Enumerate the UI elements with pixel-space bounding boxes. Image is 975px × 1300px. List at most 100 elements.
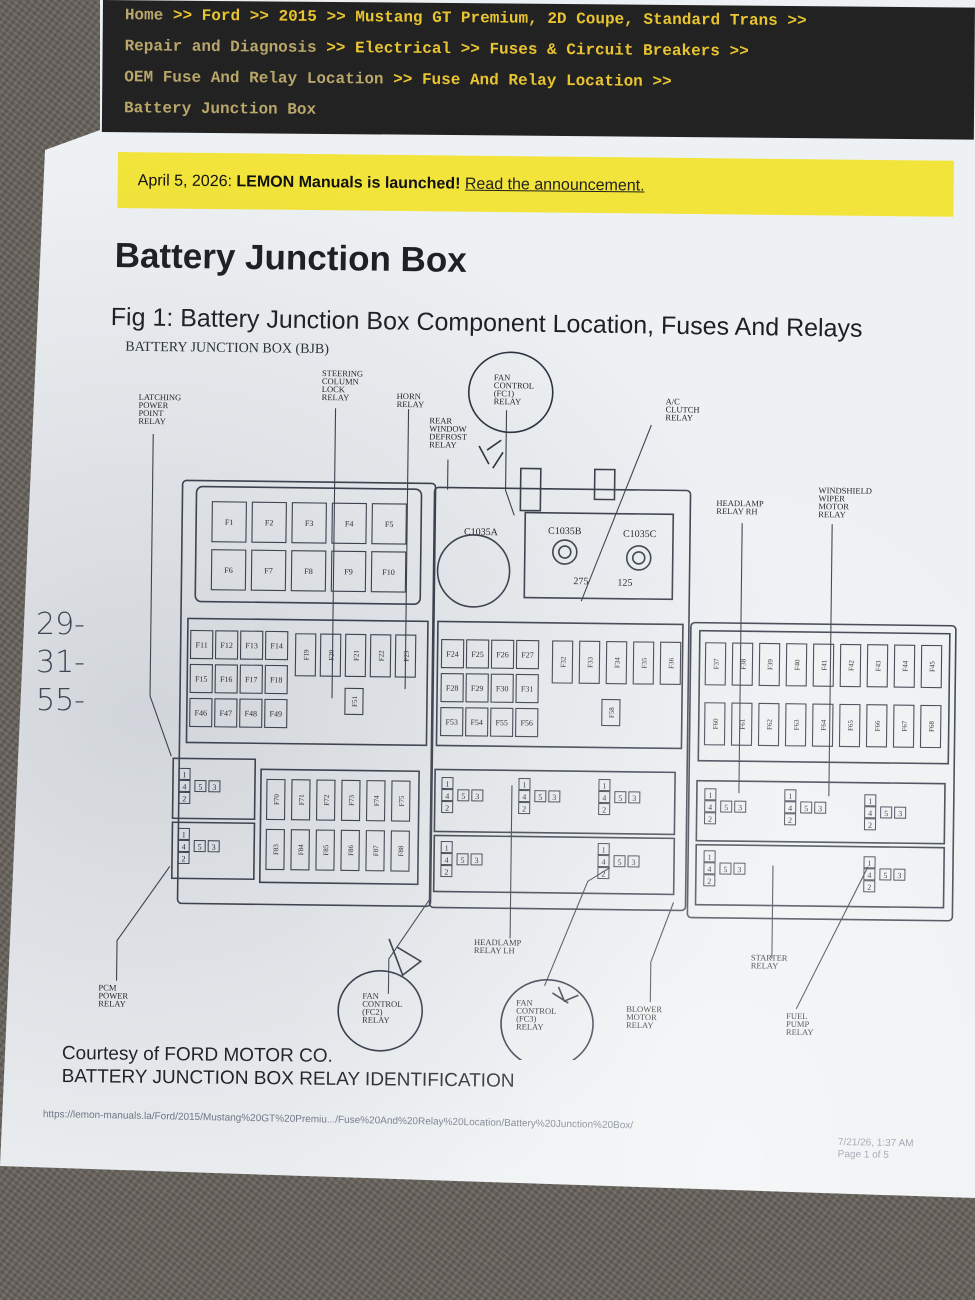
banner-announcement-link[interactable]: Read the announcement.	[464, 175, 645, 195]
fuse-f64: F64	[811, 703, 834, 747]
breadcrumb-repair-link[interactable]: Repair and Diagnosis	[124, 37, 317, 57]
svg-text:F38: F38	[739, 658, 747, 669]
fuse-f10: F10	[370, 551, 407, 593]
handwritten-marks	[337, 351, 594, 1060]
svg-text:F24: F24	[446, 650, 459, 659]
fuse-f71: F71	[290, 779, 311, 821]
svg-text:F10: F10	[382, 568, 395, 577]
fuse-f12: F12	[214, 630, 239, 660]
svg-text:F3: F3	[305, 519, 314, 528]
svg-text:F54: F54	[470, 718, 483, 727]
svg-text:F58: F58	[608, 707, 616, 718]
svg-text:F83: F83	[272, 844, 280, 855]
label-ac: A/CCLUTCHRELAY	[665, 396, 699, 422]
fuse-f40: F40	[785, 643, 808, 687]
svg-text:F84: F84	[297, 844, 305, 855]
svg-text:3: 3	[897, 871, 901, 880]
breadcrumb-separator: >>	[652, 72, 672, 91]
fuse-f55: F55	[490, 707, 514, 737]
diagram-heading: BATTERY JUNCTION BOX (BJB)	[125, 340, 329, 357]
svg-text:2: 2	[445, 804, 449, 813]
fuse-f38: F38	[731, 642, 754, 686]
svg-text:5: 5	[198, 843, 202, 852]
svg-text:5: 5	[883, 871, 887, 880]
svg-text:1: 1	[522, 781, 526, 790]
label-headlamp-lh: HEADLAMPRELAY LH	[474, 937, 522, 956]
fuse-f47: F47	[214, 698, 238, 728]
label-fan-left: FANCONTROL(FC2)RELAY	[362, 991, 403, 1025]
fuse-f73: F73	[340, 779, 361, 822]
svg-text:F18: F18	[270, 675, 283, 684]
fuse-f17: F17	[239, 664, 263, 694]
svg-text:4: 4	[788, 804, 792, 813]
fuse-f39: F39	[758, 642, 781, 687]
svg-text:5: 5	[724, 803, 728, 812]
banner-headline: LEMON Manuals is launched!	[236, 173, 461, 193]
breadcrumb-home-link[interactable]: Home	[124, 6, 164, 25]
fuse-f56: F56	[515, 707, 539, 738]
svg-text:5: 5	[723, 865, 727, 874]
fuse-f20: F20	[319, 633, 342, 677]
label-fan-top: FANCONTROL(FC1)RELAY	[494, 372, 535, 406]
fuse-f34: F34	[605, 640, 628, 685]
handwritten-notes: 29- 31- 55-	[36, 606, 85, 720]
svg-text:F37: F37	[712, 658, 720, 669]
fuse-f35: F35	[632, 641, 655, 685]
svg-text:F2: F2	[265, 518, 274, 527]
breadcrumb-line-4: Battery Junction Box	[124, 93, 974, 131]
fuse-f1: F1	[211, 501, 247, 543]
svg-text:2: 2	[181, 854, 185, 863]
svg-text:F44: F44	[901, 660, 909, 671]
label-horn: HORNRELAY	[397, 391, 425, 409]
svg-text:F32: F32	[559, 656, 567, 667]
breadcrumb-separator: >>	[393, 70, 413, 89]
fuse-f8: F8	[290, 550, 327, 592]
svg-text:F49: F49	[270, 709, 283, 718]
svg-text:1: 1	[708, 853, 712, 862]
right-housing	[686, 621, 957, 922]
svg-text:3: 3	[898, 809, 902, 818]
svg-text:F45: F45	[928, 661, 936, 672]
svg-text:F62: F62	[766, 719, 774, 730]
svg-text:F47: F47	[220, 709, 233, 718]
fuse-f42: F42	[839, 643, 862, 688]
breadcrumb-separator: >>	[460, 40, 480, 59]
svg-text:3: 3	[475, 792, 479, 801]
svg-text:F22: F22	[377, 650, 385, 661]
breadcrumb-oem-link[interactable]: OEM Fuse And Relay Location	[124, 68, 384, 89]
svg-text:F35: F35	[640, 657, 648, 668]
breadcrumb-make-link[interactable]: Ford	[201, 6, 241, 26]
svg-text:F20: F20	[327, 649, 335, 660]
breadcrumb-location-link[interactable]: Fuse And Relay Location	[421, 70, 643, 91]
svg-text:F64: F64	[820, 719, 828, 730]
page-title: Battery Junction Box	[114, 236, 467, 280]
breadcrumb-separator: >>	[172, 6, 193, 25]
connector-value-275: 275	[573, 576, 588, 587]
breadcrumb-fuses-link[interactable]: Fuses & Circuit Breakers	[489, 40, 720, 61]
label-wiper: WINDSHIELDWIPERMOTORRELAY	[818, 485, 872, 520]
svg-text:1: 1	[445, 780, 449, 789]
center-housing	[428, 486, 692, 912]
svg-text:1: 1	[445, 844, 449, 853]
svg-text:4: 4	[602, 794, 606, 803]
svg-text:4: 4	[707, 865, 711, 874]
fuse-f41: F41	[812, 643, 835, 687]
fuse-f37: F37	[704, 642, 727, 686]
fuse-f11: F11	[189, 629, 214, 660]
fuse-f67: F67	[892, 704, 915, 748]
fuse-f63: F63	[784, 703, 807, 747]
svg-text:2: 2	[444, 868, 448, 877]
breadcrumb-model-link[interactable]: Mustang GT Premium, 2D Coupe, Standard T…	[355, 8, 778, 30]
fuse-f22: F22	[369, 634, 392, 678]
courtesy-line: BATTERY JUNCTION BOX RELAY IDENTIFICATIO…	[61, 1065, 515, 1092]
svg-text:3: 3	[212, 843, 216, 852]
svg-text:2: 2	[602, 806, 606, 815]
svg-text:2: 2	[867, 883, 871, 892]
svg-text:F9: F9	[344, 567, 353, 576]
breadcrumb-electrical-link[interactable]: Electrical	[354, 39, 452, 59]
breadcrumb-year-link[interactable]: 2015	[278, 7, 318, 26]
svg-text:5: 5	[618, 794, 622, 803]
footer-page: Page 1 of 5	[837, 1148, 889, 1161]
component-labels: LATCHINGPOWERPOINTRELAYSTEERINGCOLUMNLOC…	[98, 368, 872, 1037]
